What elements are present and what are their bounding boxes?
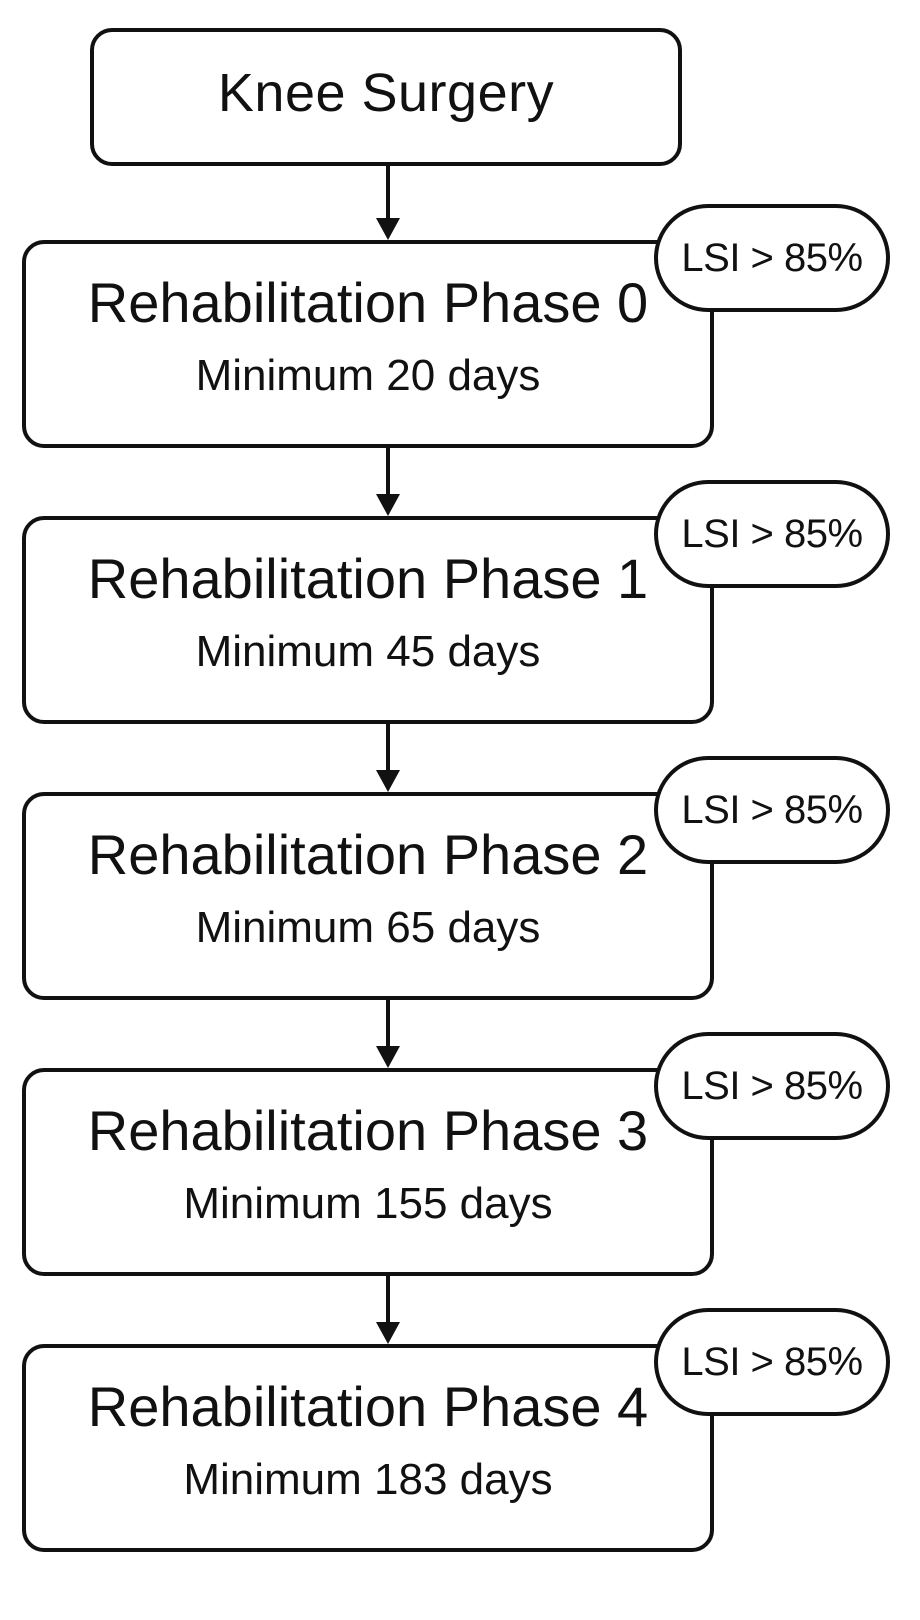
phase-4-criterion-badge: LSI > 85% [654,1308,890,1416]
phase-4-node: Rehabilitation Phase 4 Minimum 183 days [22,1344,714,1552]
flow-arrow-line [386,1276,390,1324]
phase-3-title: Rehabilitation Phase 3 [87,1099,649,1163]
knee-surgery-label: Knee Surgery [217,63,555,123]
phase-1-criterion-badge: LSI > 85% [654,480,890,588]
phase-2-criterion-label: LSI > 85% [681,787,863,832]
phase-0-minimum: Minimum 20 days [195,350,541,400]
flow-arrow-head [376,1322,400,1344]
phase-1-node: Rehabilitation Phase 1 Minimum 45 days [22,516,714,724]
phase-4-title: Rehabilitation Phase 4 [87,1375,649,1439]
phase-0-criterion-label: LSI > 85% [681,235,863,280]
flow-arrow-line [386,166,390,220]
phase-0-node: Rehabilitation Phase 0 Minimum 20 days [22,240,714,448]
phase-3-criterion-label: LSI > 85% [681,1063,863,1108]
phase-0-criterion-badge: LSI > 85% [654,204,890,312]
phase-3-criterion-badge: LSI > 85% [654,1032,890,1140]
flow-arrow-line [386,724,390,772]
knee-surgery-node: Knee Surgery [90,28,682,166]
phase-1-title: Rehabilitation Phase 1 [87,547,649,611]
phase-0-title: Rehabilitation Phase 0 [87,271,649,335]
phase-3-minimum: Minimum 155 days [183,1178,553,1228]
flow-arrow-line [386,1000,390,1048]
phase-4-criterion-label: LSI > 85% [681,1339,863,1384]
phase-2-minimum: Minimum 65 days [195,902,541,952]
phase-1-criterion-label: LSI > 85% [681,511,863,556]
flow-arrow-line [386,448,390,496]
flow-arrow-head [376,218,400,240]
phase-3-node: Rehabilitation Phase 3 Minimum 155 days [22,1068,714,1276]
phase-2-criterion-badge: LSI > 85% [654,756,890,864]
flow-arrow-head [376,1046,400,1068]
phase-4-minimum: Minimum 183 days [183,1454,553,1504]
flow-arrow-head [376,770,400,792]
flow-arrow-head [376,494,400,516]
phase-1-minimum: Minimum 45 days [195,626,541,676]
phase-2-title: Rehabilitation Phase 2 [87,823,649,887]
phase-2-node: Rehabilitation Phase 2 Minimum 65 days [22,792,714,1000]
